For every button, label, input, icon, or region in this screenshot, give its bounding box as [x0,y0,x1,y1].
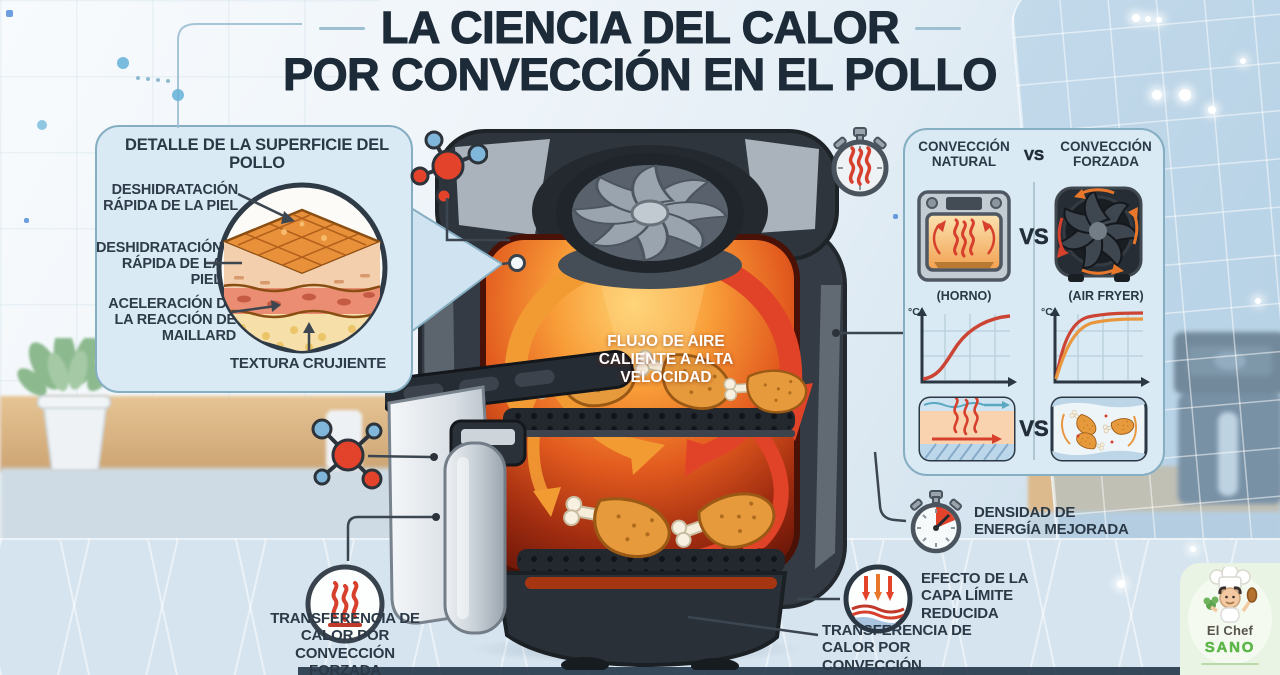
boundary-layer-label: EFECTO DE LA CAPA LÍMITE REDUCIDA [921,570,1028,622]
forced-convection-label-right: TRANSFERENCIA DE CALOR POR CONVECCIÓN FO… [822,622,972,675]
el-chef-sano-logo: El Chef SANO [1180,563,1280,675]
bottom-edge-bar [298,667,1182,675]
glow-dot [1132,14,1140,22]
page-title: LA CIENCIA DEL CALOR POR CONVECCIÓN EN E… [240,2,1040,100]
air-fryer-fan-icon [1054,186,1143,282]
title-dash-right [915,26,962,30]
molecule-icon [410,130,488,205]
title-dash-left [318,26,365,30]
air-fryer-heating-chart [1050,307,1150,387]
blue-accent-dot [6,10,13,17]
forced-convection-heat-icon [305,564,385,644]
forced-convection-label-left: TRANSFERENCIA DE CALOR POR CONVECCIÓN FO… [270,610,420,675]
logo-brand-bottom: SANO [1204,639,1256,657]
label-crispy-texture: TEXTURA CRUJIENTE [229,355,387,372]
title-line-2: POR CONVECCIÓN EN EL POLLO [283,48,998,100]
title-line-1: LA CIENCIA DEL CALOR [380,2,900,53]
air-fryer-caption: (AIR FRYER) [1068,289,1144,303]
air-fryer-illustration [385,129,847,670]
stopwatch-heat-icon [831,127,889,197]
glow-dot [1152,90,1162,100]
chef-character-icon [1203,567,1258,623]
blue-accent-dot [24,218,29,223]
molecule-icon [311,418,383,490]
skin-layers-inset [216,182,388,354]
glow-dot [1145,16,1151,22]
plant-decoration [10,338,140,483]
celsius-axis-label-left: °C [908,306,920,318]
glow-dot [1190,546,1196,552]
boundary-layer-tile [918,396,1016,462]
air-fryer-food-tile [1050,396,1148,462]
glow-dot [1255,298,1261,304]
vs-label-bottom: VS [1019,416,1049,442]
logo-tagline-line [1201,663,1259,665]
airflow-label: FLUJO DE AIRE CALIENTE A ALTA VELOCIDAD [598,333,734,386]
glow-dot [1156,17,1162,23]
boundary-layer-icon [843,564,913,634]
glow-dot [1117,580,1125,588]
glow-dot [1179,89,1191,101]
panel-divider [1033,182,1035,460]
label-maillard-reaction: ACELERACIÓN DE LA REACCIÓN DE MAILLARD [108,296,236,345]
logo-brand-top: El Chef [1206,623,1254,638]
natural-convection-title: CONVECCIÓN NATURAL [918,139,1010,169]
oven-heating-chart [917,307,1017,387]
blue-accent-dot [893,214,898,219]
surface-panel-title: DETALLE DE LA SUPERFICIE DEL POLLO [125,136,389,173]
glow-dot [1240,58,1246,64]
vs-label-middle: VS [1019,224,1049,250]
energy-density-label: DENSIDAD DE ENERGÍA MEJORADA [974,504,1129,539]
label-skin-dehydration-mid: DESHIDRATACIÓN RÁPIDA DE LA PIEL [96,240,223,289]
vs-label-top: VS [1023,147,1045,165]
stopwatch-energy-icon [910,490,962,554]
glow-dot [1208,106,1216,114]
oven-caption: (HORNO) [936,289,992,303]
oven-icon [917,190,1011,282]
forced-convection-title: CONVECCIÓN FORZADA [1060,139,1152,169]
celsius-axis-label-right: °C [1041,306,1053,318]
label-skin-dehydration-top: DESHIDRATACIÓN RÁPIDA DE LA PIEL [103,182,238,215]
